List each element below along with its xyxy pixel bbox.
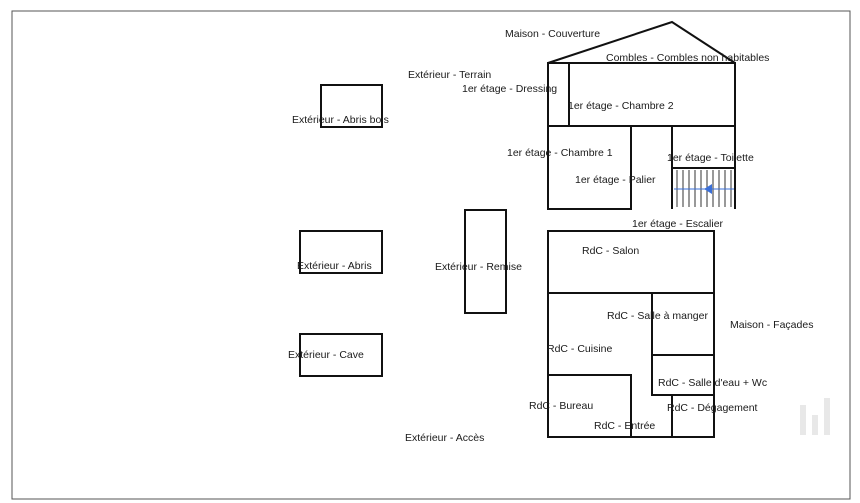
stair-well[interactable] — [671, 168, 736, 209]
label-ext-remise: Extérieur - Remise — [435, 261, 522, 273]
salon-room[interactable] — [547, 230, 715, 294]
abris-room[interactable] — [299, 230, 383, 274]
label-etage-toilette: 1er étage - Toilette — [667, 152, 754, 164]
label-rdc-salle-manger: RdC - Salle à manger — [607, 310, 708, 322]
chambre1-palier-room[interactable] — [547, 125, 632, 210]
label-combles: Combles - Combles non habitables — [606, 52, 769, 64]
label-ext-abris-bois: Extérieur - Abris bois — [292, 114, 389, 126]
cave-room[interactable] — [299, 333, 383, 377]
label-rdc-bureau: RdC - Bureau — [529, 400, 593, 412]
plan-frame — [11, 10, 851, 500]
label-ext-abris: Extérieur - Abris — [297, 260, 372, 272]
abris-bois-room[interactable] — [320, 84, 383, 128]
label-rdc-entree: RdC - Entrée — [594, 420, 655, 432]
toilette-room[interactable] — [671, 125, 736, 169]
label-rdc-cuisine: RdC - Cuisine — [547, 343, 613, 355]
chambre2-room[interactable] — [568, 62, 736, 127]
label-rdc-salon: RdC - Salon — [582, 245, 639, 257]
label-ext-acces: Extérieur - Accès — [405, 432, 484, 444]
stair-direction-arrow — [674, 184, 734, 194]
remise-room[interactable] — [464, 209, 507, 314]
label-etage-chambre1: 1er étage - Chambre 1 — [507, 147, 613, 159]
label-ext-cave: Extérieur - Cave — [288, 349, 364, 361]
label-ext-terrain: Extérieur - Terrain — [408, 69, 491, 81]
label-etage-escalier: 1er étage - Escalier — [632, 218, 724, 230]
roof-outline[interactable] — [547, 20, 736, 64]
label-maison-facades: Maison - Façades — [730, 319, 813, 331]
label-etage-palier: 1er étage - Palier — [575, 174, 656, 186]
label-maison-couverture: Maison - Couverture — [505, 28, 600, 40]
ground-floor-walls[interactable] — [547, 292, 715, 438]
watermark-mark — [800, 398, 830, 435]
label-rdc-degagement: RdC - Dégagement — [667, 402, 758, 414]
label-etage-dressing: 1er étage - Dressing — [462, 83, 557, 95]
label-etage-chambre2: 1er étage - Chambre 2 — [568, 100, 674, 112]
label-rdc-salle-eau: RdC - Salle d'eau + Wc — [658, 377, 767, 389]
